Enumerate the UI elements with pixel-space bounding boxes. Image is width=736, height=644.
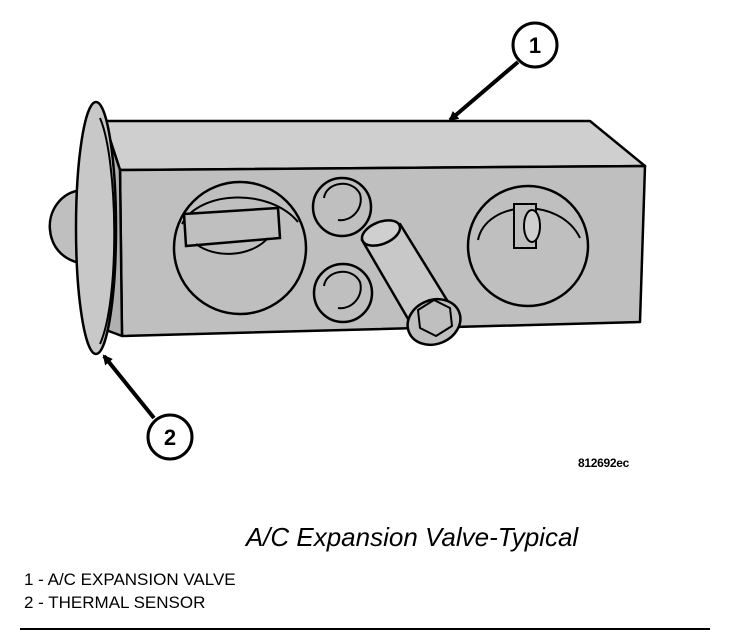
callout-1-number: 1 <box>529 33 541 58</box>
bottom-divider <box>20 628 710 630</box>
valve-top-face <box>102 119 647 172</box>
callout-2-number: 2 <box>164 425 176 450</box>
callout-2-leader <box>102 354 156 420</box>
callout-1-leader <box>448 60 520 122</box>
left-port-slot-shadow <box>195 237 269 255</box>
callout-1: 1 <box>448 21 559 122</box>
legend-item-2: 2 - THERMAL SENSOR <box>24 593 206 612</box>
right-port <box>466 184 590 308</box>
callout-1-circle <box>511 21 559 69</box>
left-port-slot <box>182 206 282 248</box>
center-port-upper-inner <box>323 183 362 222</box>
stud-top <box>360 219 402 247</box>
legend-item-1: 1 - A/C EXPANSION VALVE <box>24 570 236 589</box>
left-port <box>172 180 308 316</box>
center-port-upper <box>311 176 373 238</box>
legend: 1 - A/C EXPANSION VALVE 2 - THERMAL SENS… <box>24 568 236 614</box>
center-ports <box>311 176 374 324</box>
center-port-lower-inner <box>323 271 362 310</box>
figure-id: 812692ec <box>578 456 629 470</box>
thermal-sensor <box>48 100 118 356</box>
figure-caption: A/C Expansion Valve-Typical <box>245 522 579 552</box>
expansion-valve-diagram: 1 2 <box>48 21 647 461</box>
stud-hex-socket <box>417 299 453 337</box>
adjustment-stud <box>360 219 462 347</box>
thermal-sensor-highlight <box>99 117 116 345</box>
callout-2-circle <box>146 413 194 461</box>
callout-2: 2 <box>102 354 194 461</box>
thermal-sensor-dome <box>74 100 118 356</box>
left-port-bore <box>172 180 308 316</box>
right-port-element-tip <box>523 209 541 243</box>
